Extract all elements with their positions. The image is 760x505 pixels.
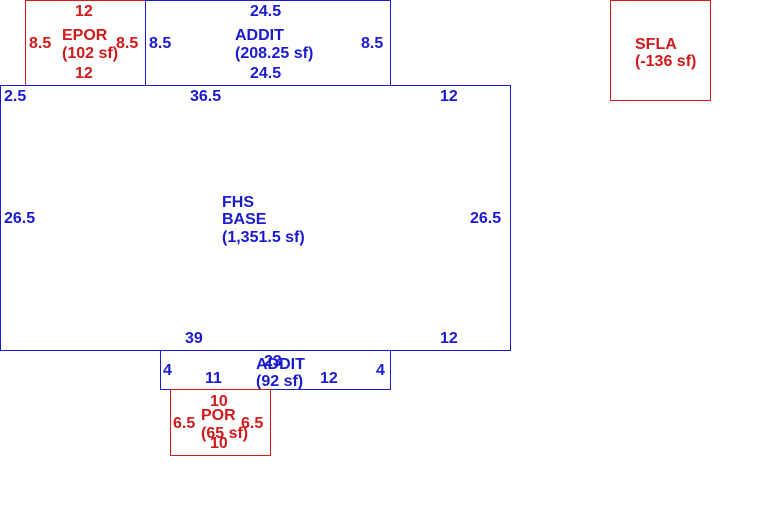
addit-bottom-area-label: (92 sf) [256, 373, 304, 390]
base-bottom-mid-dim: 39 [185, 330, 203, 347]
addit-bottom-bottom-left-dim: 11 [205, 370, 222, 387]
sfla-label: SFLA [635, 36, 677, 53]
epor-label: EPOR [62, 27, 108, 44]
base-label-fhs: FHS [222, 194, 254, 211]
base-top-mid-dim: 36.5 [190, 88, 222, 105]
addit-bottom-area [160, 350, 391, 390]
sfla-area-label: (-136 sf) [635, 53, 697, 70]
sfla-area [610, 0, 711, 101]
epor-left-dim: 8.5 [29, 35, 52, 52]
addit-bottom-left-dim: 4 [163, 362, 172, 379]
addit-top-bottom-dim: 24.5 [250, 65, 282, 82]
por-top-dim: 10 [210, 393, 228, 410]
por-right-dim: 6.5 [241, 415, 264, 432]
addit-top-label: ADDIT [235, 27, 284, 44]
por-left-dim: 6.5 [173, 415, 196, 432]
base-label-base: BASE [222, 211, 267, 228]
addit-top-left-dim: 8.5 [149, 35, 172, 52]
base-left-dim: 26.5 [4, 210, 36, 227]
addit-top-top-dim: 24.5 [250, 3, 282, 20]
por-label: POR [201, 407, 236, 424]
base-bottom-right-dim: 12 [440, 330, 458, 347]
addit-top-area-label: (208.25 sf) [235, 45, 314, 62]
base-right-dim: 26.5 [470, 210, 502, 227]
addit-bottom-bottom-right-dim: 12 [320, 370, 338, 387]
por-area-label: (65 sf) [201, 425, 249, 442]
base-top-right-dim: 12 [440, 88, 458, 105]
epor-right-dim: 8.5 [116, 35, 139, 52]
addit-bottom-right-dim: 4 [376, 362, 385, 379]
addit-bottom-top-dim: 23 [264, 353, 282, 370]
addit-top-right-dim: 8.5 [361, 35, 384, 52]
addit-bottom-label: ADDIT [256, 356, 305, 373]
epor-top-dim: 12 [75, 3, 93, 20]
por-bottom-dim: 10 [210, 435, 228, 452]
base-area-label: (1,351.5 sf) [222, 229, 305, 246]
por-area [170, 389, 271, 456]
epor-area-label: (102 sf) [62, 45, 119, 62]
epor-bottom-dim: 12 [75, 65, 93, 82]
base-top-left-dim: 2.5 [4, 88, 27, 105]
